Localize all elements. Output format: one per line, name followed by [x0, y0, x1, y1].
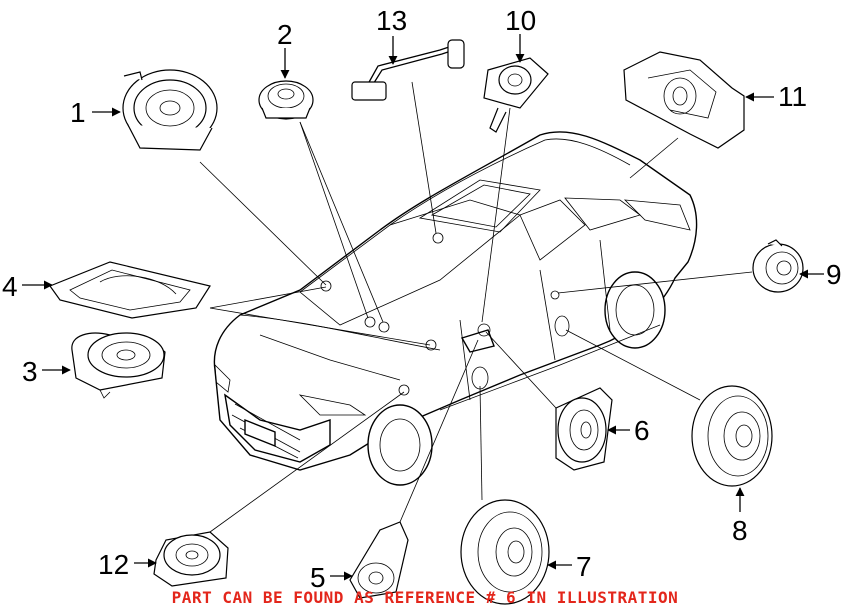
- part-5-speaker-bracket: [349, 521, 409, 599]
- callout-3: 3: [22, 356, 38, 387]
- callout-1: 1: [70, 97, 86, 128]
- car-body: [213, 131, 698, 486]
- callout-numbers: 1 2 13 10 11 4 3 9 6 8 7 5 12: [2, 5, 842, 593]
- callout-13: 13: [376, 5, 407, 36]
- leader-lines: [22, 34, 824, 581]
- callout-6: 6: [634, 415, 650, 446]
- part-10-speaker-bracket: [483, 57, 549, 133]
- part-13-wiring: [351, 39, 465, 101]
- reference-note: PART CAN BE FOUND AS REFERENCE # 6 IN IL…: [171, 588, 679, 607]
- part-4-grille-cover: [49, 261, 211, 319]
- callout-8: 8: [732, 515, 748, 546]
- callout-10: 10: [505, 5, 536, 36]
- callout-7: 7: [576, 551, 592, 582]
- callout-9: 9: [826, 259, 842, 290]
- callout-2: 2: [277, 19, 293, 50]
- part-12-speaker: [153, 531, 229, 587]
- part-3-speaker: [71, 332, 166, 399]
- part-9-speaker: [752, 239, 804, 293]
- part-2-tweeter: [258, 80, 314, 120]
- callout-11: 11: [778, 81, 807, 112]
- part-8-woofer: [691, 385, 773, 487]
- part-7-woofer: [460, 499, 550, 605]
- part-6-speaker: [555, 387, 613, 471]
- part-11-subwoofer: [623, 51, 745, 149]
- callout-5: 5: [310, 562, 326, 593]
- part-1-speaker: [122, 69, 218, 151]
- callout-12: 12: [98, 549, 129, 580]
- callout-4: 4: [2, 271, 18, 302]
